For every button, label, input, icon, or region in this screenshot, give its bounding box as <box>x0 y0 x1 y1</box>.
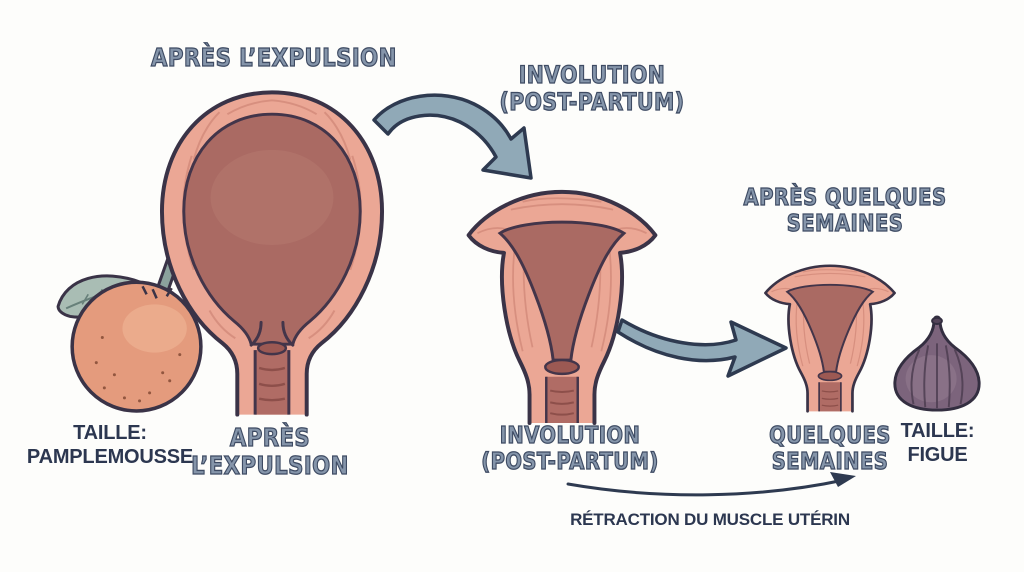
stage2-caption: INVOLUTION (POST-PARTUM) <box>455 423 685 476</box>
stage3-caption: QUELQUES SEMAINES <box>740 423 920 476</box>
canal-outline <box>545 376 579 424</box>
stage3-heading-line2: SEMAINES <box>786 210 904 237</box>
stage1-caption: APRÈS L’EXPULSION <box>160 423 380 480</box>
cervical-canal <box>255 350 289 415</box>
fig-stem <box>931 316 943 325</box>
cavity-highlight <box>210 149 334 246</box>
arrow-stage1-to-stage2-icon <box>372 93 533 180</box>
grapefruit-size-line1: TAILLE: <box>73 422 147 444</box>
fig-lines <box>910 343 964 409</box>
wall-streaks <box>477 197 647 352</box>
canal-outline <box>253 350 291 415</box>
stage1-caption-line1: APRÈS <box>229 423 311 452</box>
arrow-line <box>566 478 846 497</box>
uterus-outline <box>466 189 658 425</box>
uterus-weeks-illustration <box>764 264 896 413</box>
arrow-head <box>830 472 856 487</box>
fig-illustration <box>893 315 981 412</box>
stage2-heading-line2: (POST-PARTUM) <box>499 87 685 116</box>
stage3-caption-line1: QUELQUES <box>769 423 891 450</box>
uterus-outline <box>159 90 385 417</box>
stage3-caption-line2: SEMAINES <box>771 448 889 475</box>
cervix-lips <box>249 320 295 347</box>
cervix-os <box>544 358 580 376</box>
uterus-involution-illustration <box>466 189 658 425</box>
stage3-heading: APRÈS QUELQUES SEMAINES <box>725 185 965 238</box>
arrow-body <box>372 93 533 180</box>
uterus-cavity <box>497 220 627 362</box>
uterus-postexpulsion-illustration <box>159 90 385 417</box>
grapefruit-speckles <box>94 336 182 403</box>
stage2-caption-line1: INVOLUTION <box>499 423 641 450</box>
fig-size-label: TAILLE: FIGUE <box>880 420 995 467</box>
canal-ridges <box>258 366 286 402</box>
canal-ridges <box>549 389 575 416</box>
cervix-os <box>256 340 288 356</box>
arrow-body <box>616 318 788 378</box>
grapefruit-size-line2: PAMPLEMOUSSE <box>26 445 194 468</box>
stage2-heading-line1: INVOLUTION <box>518 61 666 89</box>
calyx-lines <box>141 285 173 299</box>
grapefruit-size-label: TAILLE: PAMPLEMOUSSE <box>20 422 200 469</box>
arrow-stage2-to-stage3-icon <box>616 318 788 378</box>
fig-size-line1: TAILLE: <box>900 420 975 442</box>
stage2-caption-line2: (POST-PARTUM) <box>481 448 659 475</box>
grapefruit-highlight <box>122 304 187 353</box>
retraction-arrow-icon <box>566 472 856 497</box>
stage1-caption-line2: L’EXPULSION <box>191 451 349 480</box>
stage2-heading: INVOLUTION (POST-PARTUM) <box>472 61 712 116</box>
retraction-annotation: RÉTRACTION DU MUSCLE UTÉRIN <box>570 510 850 529</box>
stage3-heading-line1: APRÈS QUELQUES <box>743 185 947 212</box>
stage1-heading: APRÈS L’EXPULSION <box>150 43 397 72</box>
cervical-canal <box>546 376 578 424</box>
fig-highlight <box>905 355 957 403</box>
fig-size-line2: FIGUE <box>907 443 968 466</box>
